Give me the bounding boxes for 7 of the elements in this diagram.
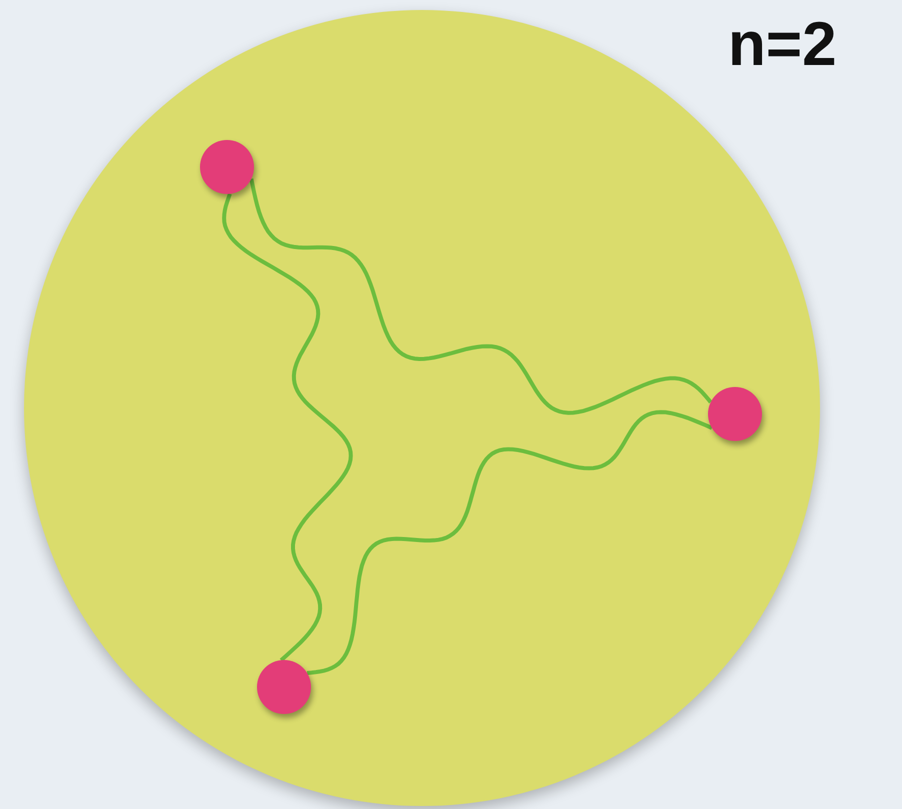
wavy-line — [222, 193, 353, 662]
wavy-line — [249, 178, 712, 415]
wavy-line — [306, 410, 713, 675]
vertex-dot — [200, 140, 254, 194]
vertex-dot — [257, 660, 311, 714]
formula-label: n=2 — [728, 14, 837, 76]
vertex-dot — [708, 387, 762, 441]
